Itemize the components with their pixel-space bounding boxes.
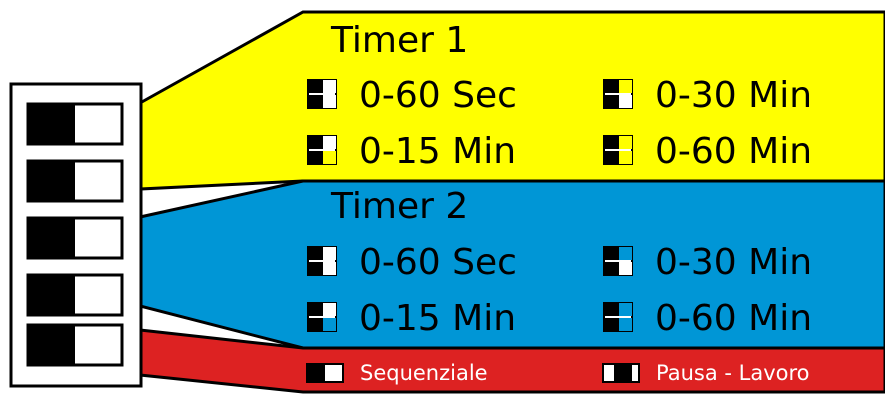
option-0-60-sec: 0-60 Sec [307, 75, 517, 116]
dip-switch-slider [28, 161, 75, 201]
dip-switch-slider [28, 325, 75, 365]
option-0-60-min: 0-60 Min [603, 298, 812, 339]
option-0-15-min: 0-15 Min [307, 298, 516, 339]
dip-pattern-icon [307, 302, 337, 332]
mode-option-2: Pausa - Lavoro [602, 361, 810, 385]
dip-switch-slider [28, 275, 75, 315]
timer2-title: Timer 2 [330, 186, 468, 227]
mode-option-label: Pausa - Lavoro [656, 361, 810, 385]
mode-option-label: Sequenziale [360, 361, 488, 385]
option-label: 0-30 Min [655, 242, 812, 283]
dip-switch-slider [28, 104, 75, 144]
dip-switch-on-icon [602, 363, 640, 383]
option-0-60-min: 0-60 Min [603, 131, 812, 172]
dip-switch-4 [26, 273, 124, 317]
option-0-30-min: 0-30 Min [603, 75, 812, 116]
option-0-60-sec: 0-60 Sec [307, 242, 517, 283]
dip-switch-slots [26, 102, 124, 367]
dip-pattern-icon [603, 135, 633, 165]
option-label: 0-60 Sec [359, 75, 517, 116]
option-0-30-min: 0-30 Min [603, 242, 812, 283]
dip-pattern-icon [307, 246, 337, 276]
dip-switch-3 [26, 216, 124, 260]
option-label: 0-15 Min [359, 298, 516, 339]
dip-switch-1 [26, 102, 124, 146]
option-0-15-min: 0-15 Min [307, 131, 516, 172]
timer1-title: Timer 1 [330, 20, 468, 61]
dip-switch-slider [28, 218, 75, 258]
option-label: 0-60 Min [655, 131, 812, 172]
dip-pattern-icon [603, 246, 633, 276]
option-label: 0-60 Sec [359, 242, 517, 283]
dip-switch-off-icon [306, 363, 344, 383]
option-label: 0-30 Min [655, 75, 812, 116]
dip-pattern-icon [603, 302, 633, 332]
dip-pattern-icon [307, 135, 337, 165]
mode-option-1: Sequenziale [306, 361, 488, 385]
option-label: 0-15 Min [359, 131, 516, 172]
dip-pattern-icon [307, 79, 337, 109]
option-label: 0-60 Min [655, 298, 812, 339]
dip-pattern-icon [603, 79, 633, 109]
dip-switch-5 [26, 323, 124, 367]
dip-switch-2 [26, 159, 124, 203]
